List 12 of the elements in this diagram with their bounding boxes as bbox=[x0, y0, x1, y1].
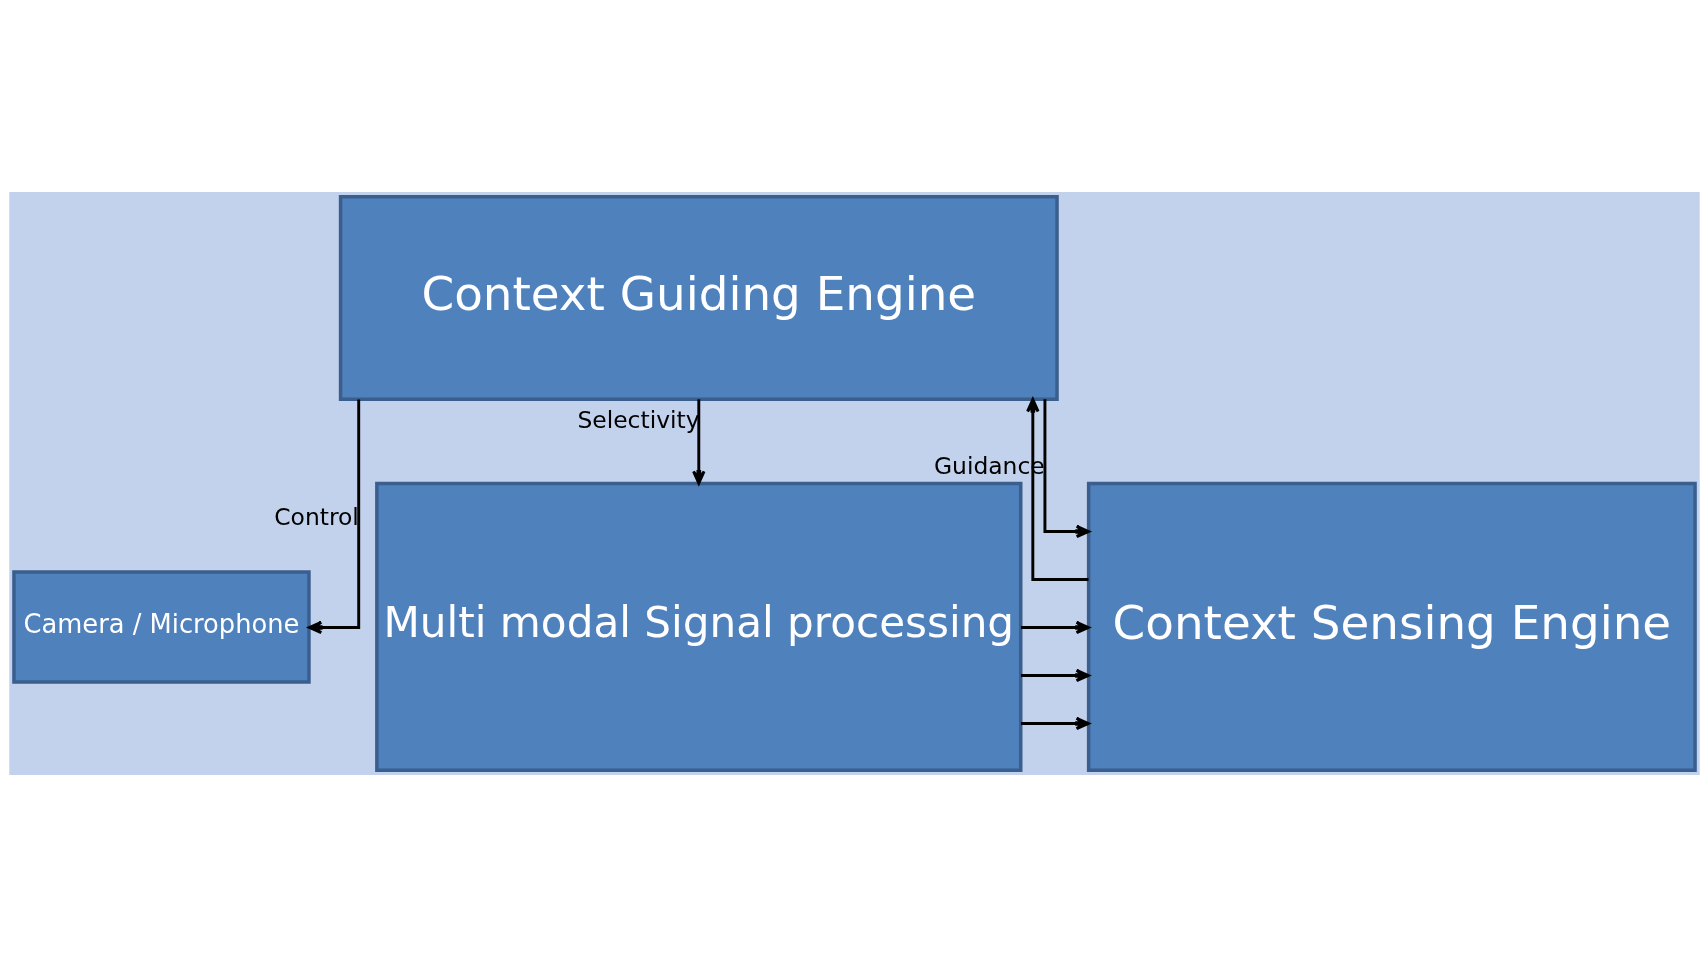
arrow bbox=[307, 399, 360, 635]
node-box: Camera / Microphone bbox=[11, 570, 311, 684]
node-box: Multi modal Signal processing bbox=[374, 481, 1022, 773]
node-box: Context Guiding Engine bbox=[338, 194, 1059, 401]
arrow bbox=[1020, 668, 1090, 683]
node-box: Context Sensing Engine bbox=[1086, 481, 1697, 773]
arrow bbox=[1020, 716, 1090, 731]
arrow bbox=[691, 399, 706, 485]
arrow bbox=[1025, 398, 1089, 581]
arrow bbox=[1042, 399, 1090, 539]
arrow bbox=[1020, 620, 1090, 635]
edge-label: Control bbox=[273, 503, 359, 532]
